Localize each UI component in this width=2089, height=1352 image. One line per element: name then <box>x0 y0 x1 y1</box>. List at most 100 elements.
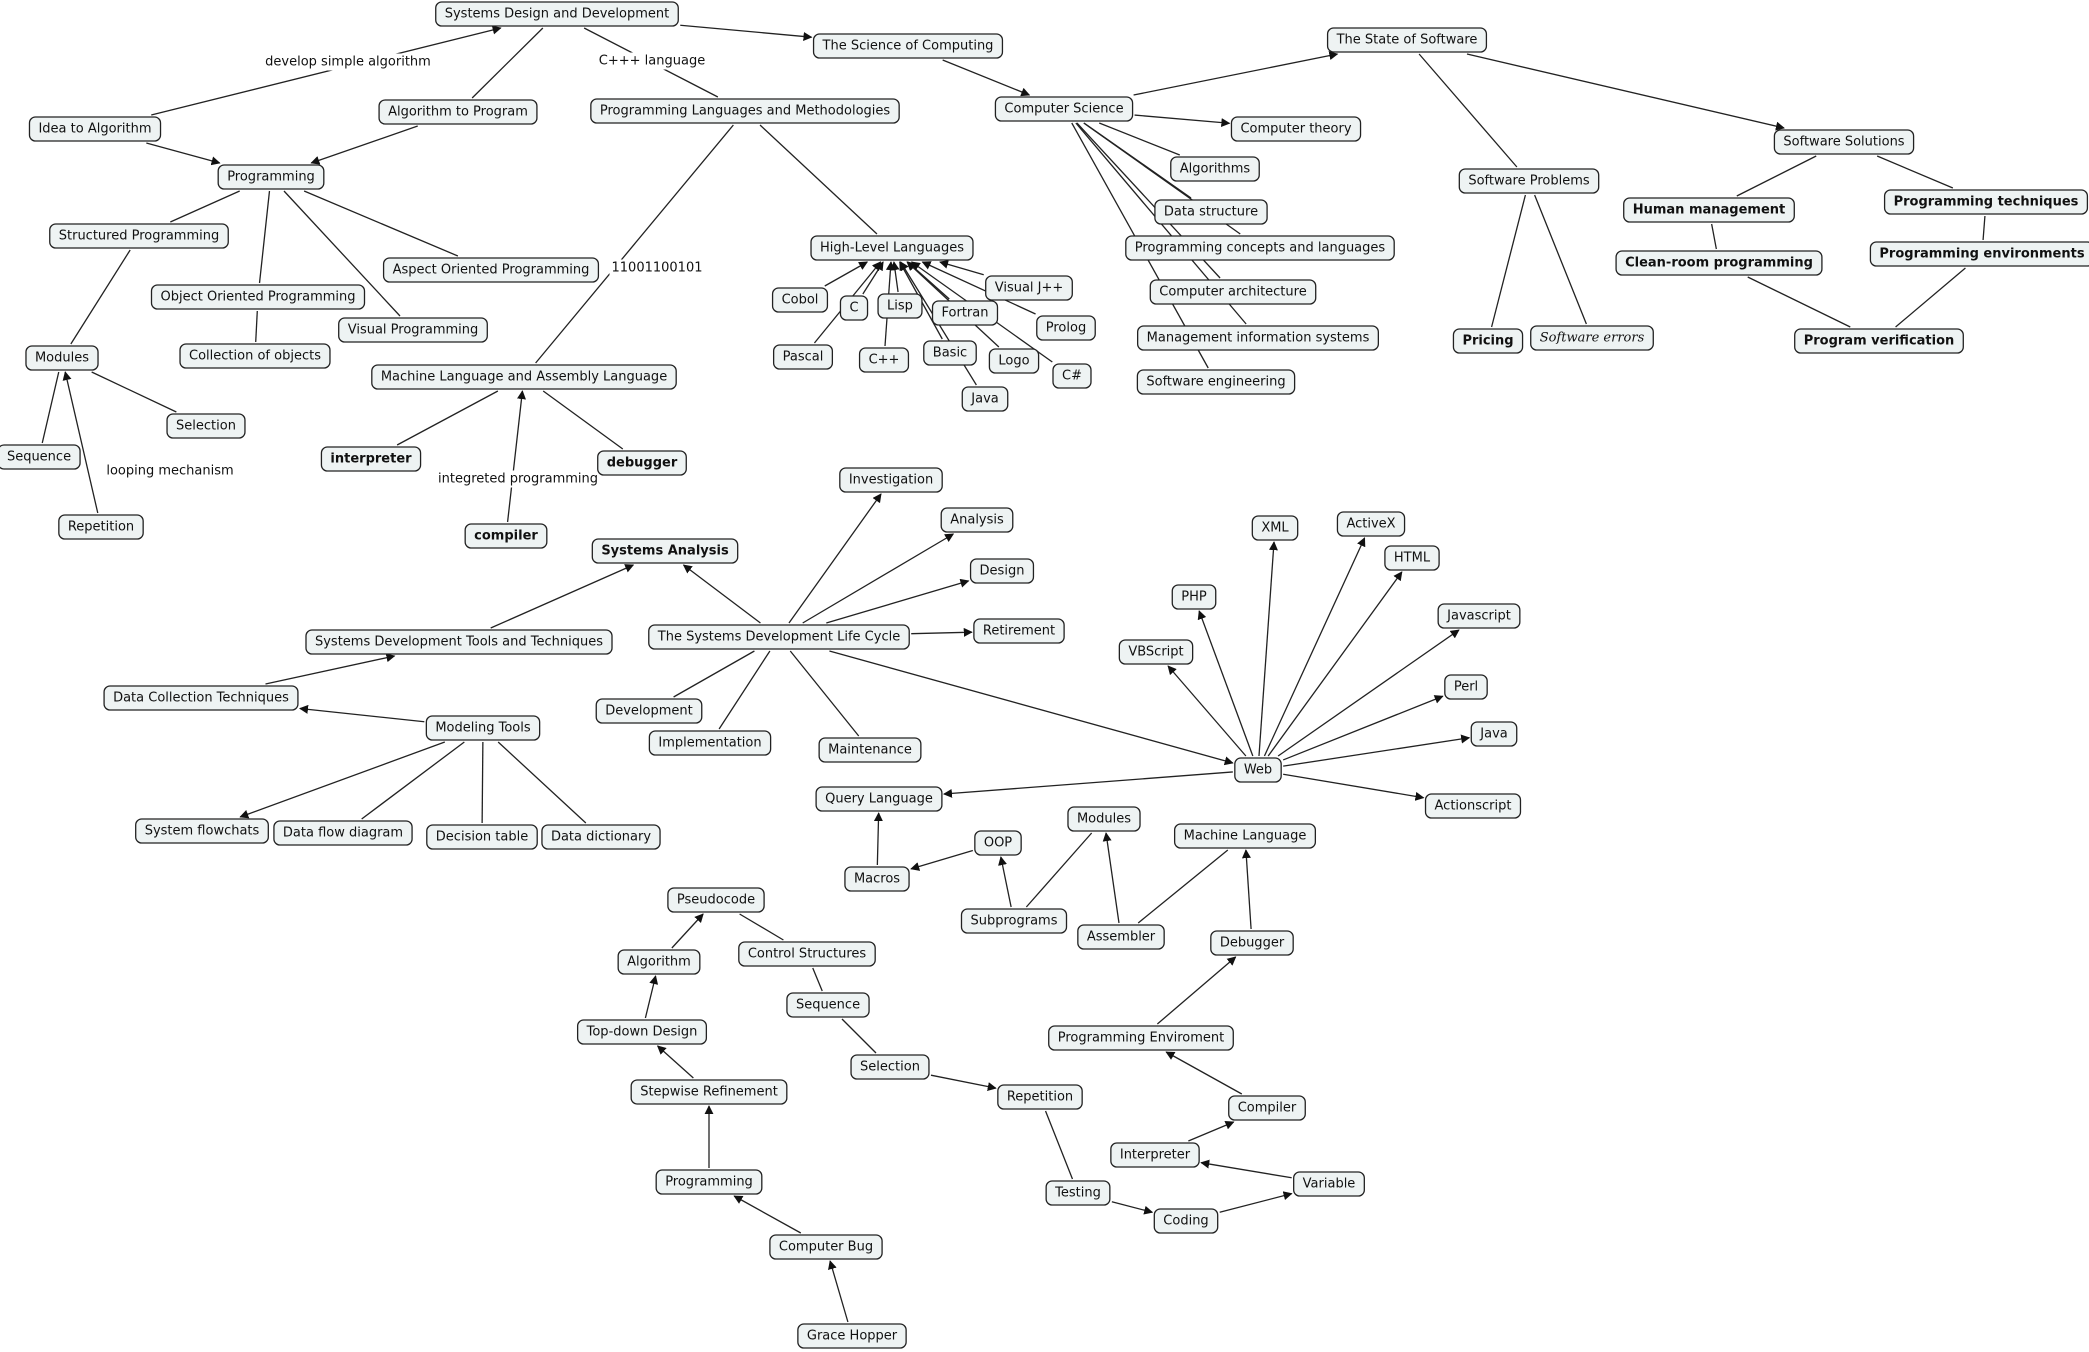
node-structprog[interactable]: Structured Programming <box>49 223 229 249</box>
node-ptech[interactable]: Programming techniques <box>1883 189 2089 215</box>
node-hm[interactable]: Human management <box>1623 197 1795 223</box>
node-sequence2[interactable]: Sequence <box>786 992 870 1018</box>
node-sci[interactable]: The Science of Computing <box>812 33 1004 59</box>
node-oop2[interactable]: OOP <box>974 830 1022 856</box>
node-web[interactable]: Web <box>1234 757 1282 783</box>
node-mlal[interactable]: Machine Language and Assembly Language <box>371 364 677 390</box>
node-cs[interactable]: Computer Science <box>994 96 1134 122</box>
node-basic[interactable]: Basic <box>923 340 977 366</box>
node-vjpp[interactable]: Visual J++ <box>985 275 1073 301</box>
node-interp1[interactable]: interpreter <box>320 446 422 472</box>
node-mis[interactable]: Management information systems <box>1136 325 1380 351</box>
node-compiler1[interactable]: compiler <box>464 523 548 549</box>
node-maint[interactable]: Maintenance <box>818 737 922 763</box>
node-macros[interactable]: Macros <box>844 866 910 892</box>
node-perl[interactable]: Perl <box>1444 674 1488 700</box>
node-cpp[interactable]: C++ <box>858 347 910 373</box>
node-progenv[interactable]: Programming Enviroment <box>1048 1025 1234 1051</box>
node-swerr[interactable]: Software errors <box>1530 325 1654 351</box>
node-coding[interactable]: Coding <box>1153 1208 1219 1234</box>
node-java2[interactable]: Java <box>1470 721 1518 747</box>
node-dct[interactable]: Data Collection Techniques <box>103 685 299 711</box>
node-modtools[interactable]: Modeling Tools <box>425 715 541 741</box>
node-bug[interactable]: Computer Bug <box>769 1234 883 1260</box>
node-prolog[interactable]: Prolog <box>1036 315 1096 341</box>
node-programming2[interactable]: Programming <box>655 1169 763 1195</box>
node-sdtt[interactable]: Systems Development Tools and Techniques <box>305 629 613 655</box>
node-ctrl[interactable]: Control Structures <box>738 941 876 967</box>
node-penv[interactable]: Programming environments <box>1869 241 2089 267</box>
node-pcl[interactable]: Programming concepts and languages <box>1125 235 1395 261</box>
node-debug1[interactable]: debugger <box>597 450 687 476</box>
node-vbs[interactable]: VBScript <box>1118 639 1194 665</box>
node-dfd[interactable]: Data flow diagram <box>273 820 413 846</box>
node-repetition[interactable]: Repetition <box>58 514 144 540</box>
node-logo[interactable]: Logo <box>988 348 1040 374</box>
node-sprob[interactable]: Software Problems <box>1458 168 1600 194</box>
node-sdlc[interactable]: The Systems Development Life Cycle <box>648 624 910 650</box>
node-modules[interactable]: Modules <box>25 345 99 371</box>
node-dstruct[interactable]: Data structure <box>1154 199 1268 225</box>
node-algos[interactable]: Algorithms <box>1170 156 1260 182</box>
node-interp2[interactable]: Interpreter <box>1110 1142 1200 1168</box>
node-sysflow[interactable]: System flowchats <box>135 818 269 844</box>
node-programming[interactable]: Programming <box>217 164 325 190</box>
node-actions[interactable]: Actionscript <box>1424 793 1522 819</box>
node-pverif[interactable]: Program verification <box>1794 328 1964 354</box>
node-variable[interactable]: Variable <box>1293 1171 1365 1197</box>
node-stepwise[interactable]: Stepwise Refinement <box>630 1079 788 1105</box>
node-hopper[interactable]: Grace Hopper <box>797 1323 907 1349</box>
node-retire[interactable]: Retirement <box>973 618 1065 644</box>
node-state[interactable]: The State of Software <box>1326 27 1488 53</box>
node-lisp[interactable]: Lisp <box>877 293 923 319</box>
node-ddict[interactable]: Data dictionary <box>541 824 661 850</box>
node-activex[interactable]: ActiveX <box>1336 511 1406 537</box>
node-ql[interactable]: Query Language <box>815 786 943 812</box>
node-crp[interactable]: Clean-room programming <box>1615 250 1823 276</box>
node-fortran[interactable]: Fortran <box>931 300 999 326</box>
node-compiler2[interactable]: Compiler <box>1228 1095 1306 1121</box>
node-sa[interactable]: Systems Analysis <box>591 538 739 564</box>
node-assembler[interactable]: Assembler <box>1077 924 1165 950</box>
node-analysis[interactable]: Analysis <box>940 507 1014 533</box>
node-aop[interactable]: Aspect Oriented Programming <box>382 257 600 283</box>
node-selection2[interactable]: Selection <box>850 1054 930 1080</box>
node-csharp[interactable]: C# <box>1052 363 1092 389</box>
node-pseudo[interactable]: Pseudocode <box>667 887 765 913</box>
node-carch[interactable]: Computer architecture <box>1149 279 1317 305</box>
node-se[interactable]: Software engineering <box>1136 369 1296 395</box>
node-topdown[interactable]: Top-down Design <box>576 1019 708 1045</box>
node-selection[interactable]: Selection <box>166 413 246 439</box>
node-impl[interactable]: Implementation <box>648 730 772 756</box>
node-java1[interactable]: Java <box>961 386 1009 412</box>
node-repetition2[interactable]: Repetition <box>997 1084 1083 1110</box>
node-cobol[interactable]: Cobol <box>771 287 829 313</box>
node-modules2[interactable]: Modules <box>1067 806 1141 832</box>
node-dev[interactable]: Development <box>595 698 703 724</box>
node-algorithm[interactable]: Algorithm <box>617 949 701 975</box>
node-xml[interactable]: XML <box>1251 515 1299 541</box>
node-invest[interactable]: Investigation <box>839 467 943 493</box>
node-debugger2[interactable]: Debugger <box>1210 930 1294 956</box>
node-js[interactable]: Javascript <box>1437 603 1521 629</box>
node-ml2[interactable]: Machine Language <box>1173 823 1317 849</box>
node-c[interactable]: C <box>839 295 869 321</box>
node-oop[interactable]: Object Oriented Programming <box>150 284 366 310</box>
node-php[interactable]: PHP <box>1171 584 1217 610</box>
node-ssol[interactable]: Software Solutions <box>1773 129 1915 155</box>
node-plm[interactable]: Programming Languages and Methodologies <box>590 98 900 124</box>
node-visprog[interactable]: Visual Programming <box>338 317 488 343</box>
node-html[interactable]: HTML <box>1384 545 1440 571</box>
node-pascal[interactable]: Pascal <box>772 344 834 370</box>
node-subprog[interactable]: Subprograms <box>960 908 1068 934</box>
node-dtable[interactable]: Decision table <box>426 824 538 850</box>
node-alg2prog[interactable]: Algorithm to Program <box>378 99 538 125</box>
node-idea[interactable]: Idea to Algorithm <box>28 116 162 142</box>
node-sequence[interactable]: Sequence <box>0 444 81 470</box>
node-ctheory[interactable]: Computer theory <box>1230 116 1362 142</box>
node-design[interactable]: Design <box>969 558 1035 584</box>
node-hll[interactable]: High-Level Languages <box>810 235 974 261</box>
node-testing[interactable]: Testing <box>1045 1180 1111 1206</box>
node-pricing[interactable]: Pricing <box>1452 328 1524 354</box>
node-sdd[interactable]: Systems Design and Development <box>435 1 679 27</box>
